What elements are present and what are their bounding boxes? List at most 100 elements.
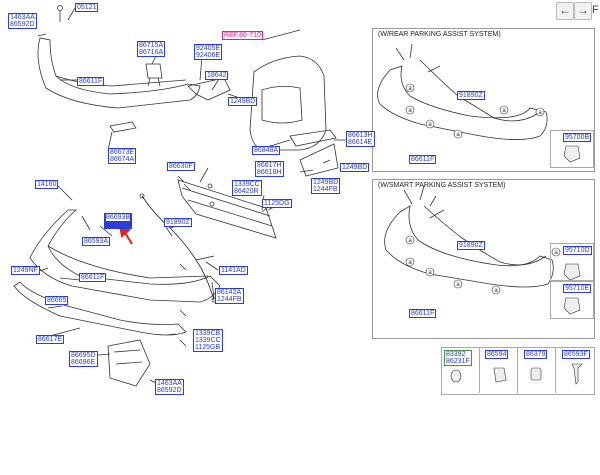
lower-skirt (13, 281, 187, 336)
callout-a: a (453, 129, 463, 139)
part-86594 (493, 367, 507, 383)
part-83392 (450, 369, 462, 383)
label-95710e[interactable]: 95710E (563, 284, 592, 293)
label-86630f[interactable]: 86630F (167, 162, 195, 171)
parts-table (441, 347, 595, 395)
callout-a: a (453, 279, 463, 289)
label-1249bd-b[interactable]: 1249BD (340, 163, 370, 172)
rear-parking-assist-caption: (W/REAR PARKING ASSIST SYSTEM) (378, 31, 501, 38)
label-86848a[interactable]: 86848A (252, 146, 281, 155)
parts-table-divider-1 (479, 347, 480, 393)
callout-a: a (535, 107, 545, 117)
label-86611f-r2[interactable]: 86611F (409, 309, 437, 318)
reinforcement-beam (177, 179, 277, 239)
sensor-frame-95710e (550, 281, 594, 319)
parts-table-divider-3 (555, 347, 556, 393)
callout-a: a (499, 105, 509, 115)
rear-bumper-cover (29, 209, 221, 303)
callout-a: a (425, 119, 435, 129)
rear-assist-harness (419, 59, 541, 122)
label-91890z-r2[interactable]: 91890Z (457, 241, 485, 250)
reference-label[interactable]: REF.86-710 (222, 31, 263, 40)
label-86593a[interactable]: 86593A (82, 237, 111, 246)
label-95710d[interactable]: 95710D (563, 246, 592, 255)
svg-text:a: a (494, 288, 498, 294)
side-bracket (289, 129, 337, 147)
forward-button[interactable]: → (574, 2, 592, 20)
back-button[interactable]: ← (556, 2, 574, 20)
label-1125dg[interactable]: 1125DG (262, 199, 292, 208)
label-86617e[interactable]: 86617E (36, 335, 65, 344)
label-14160[interactable]: 14160 (35, 180, 59, 189)
svg-text:a: a (408, 86, 412, 92)
svg-text:a: a (538, 110, 542, 116)
svg-text:a: a (554, 250, 558, 256)
rear-assist-bumper (377, 65, 548, 140)
callout-a: a (405, 235, 415, 245)
label-86611f-top[interactable]: 86611F (77, 77, 105, 86)
svg-text:a: a (456, 132, 460, 138)
sensor-95700b (563, 145, 581, 163)
sensor-frame-95710d (550, 243, 594, 281)
label-1249bd-a[interactable]: 1249BD (228, 97, 258, 106)
callout-a: a (405, 257, 415, 267)
bracket-86715a (145, 63, 163, 79)
sensor-95710d (563, 263, 581, 281)
label-86665[interactable]: 86665 (45, 296, 69, 305)
label-1249nf[interactable]: 1249NF (11, 266, 40, 275)
svg-text:a: a (428, 270, 432, 276)
part-86593f (571, 363, 583, 385)
svg-text:a: a (502, 108, 506, 114)
label-86611f-mid[interactable]: 86611F (79, 273, 107, 282)
label-18642[interactable]: 18642 (205, 71, 229, 80)
svg-text:a: a (428, 122, 432, 128)
label-86594[interactable]: 86594 (485, 350, 509, 359)
callout-a: a (491, 285, 501, 295)
callout-a: a (405, 83, 415, 93)
smart-parking-assist-box (372, 179, 595, 339)
nav-tag: F (592, 4, 599, 16)
label-91890z-mid[interactable]: 91890Z (164, 218, 192, 227)
callout-a: a (551, 247, 561, 257)
sensor-95710e (563, 297, 581, 315)
label-91890z-r1[interactable]: 91890Z (457, 91, 485, 100)
svg-text:a: a (408, 108, 412, 114)
label-95700b[interactable]: 95700B (563, 133, 592, 142)
label-86379[interactable]: 86379 (524, 350, 548, 359)
label-86593f[interactable]: 86593F (562, 350, 590, 359)
svg-text:a: a (456, 282, 460, 288)
parts-table-divider-2 (517, 347, 518, 393)
callout-a: a (405, 105, 415, 115)
sensor-frame-95700b (550, 130, 594, 168)
callout-a: a (425, 267, 435, 277)
smart-assist-bumper (384, 205, 554, 288)
mud-guard-bracket (107, 339, 151, 387)
svg-text:a: a (408, 260, 412, 266)
body-quarter-panel (249, 55, 327, 151)
svg-text:a: a (408, 238, 412, 244)
rear-parking-assist-box (372, 28, 595, 172)
smart-assist-harness (423, 205, 547, 266)
part-86379 (530, 367, 542, 381)
label-05121[interactable]: 05121 (75, 3, 99, 12)
label-86611f-r1[interactable]: 86611F (409, 155, 437, 164)
top-reflector (109, 121, 137, 133)
label-1141ad[interactable]: 1141AD (219, 266, 248, 275)
